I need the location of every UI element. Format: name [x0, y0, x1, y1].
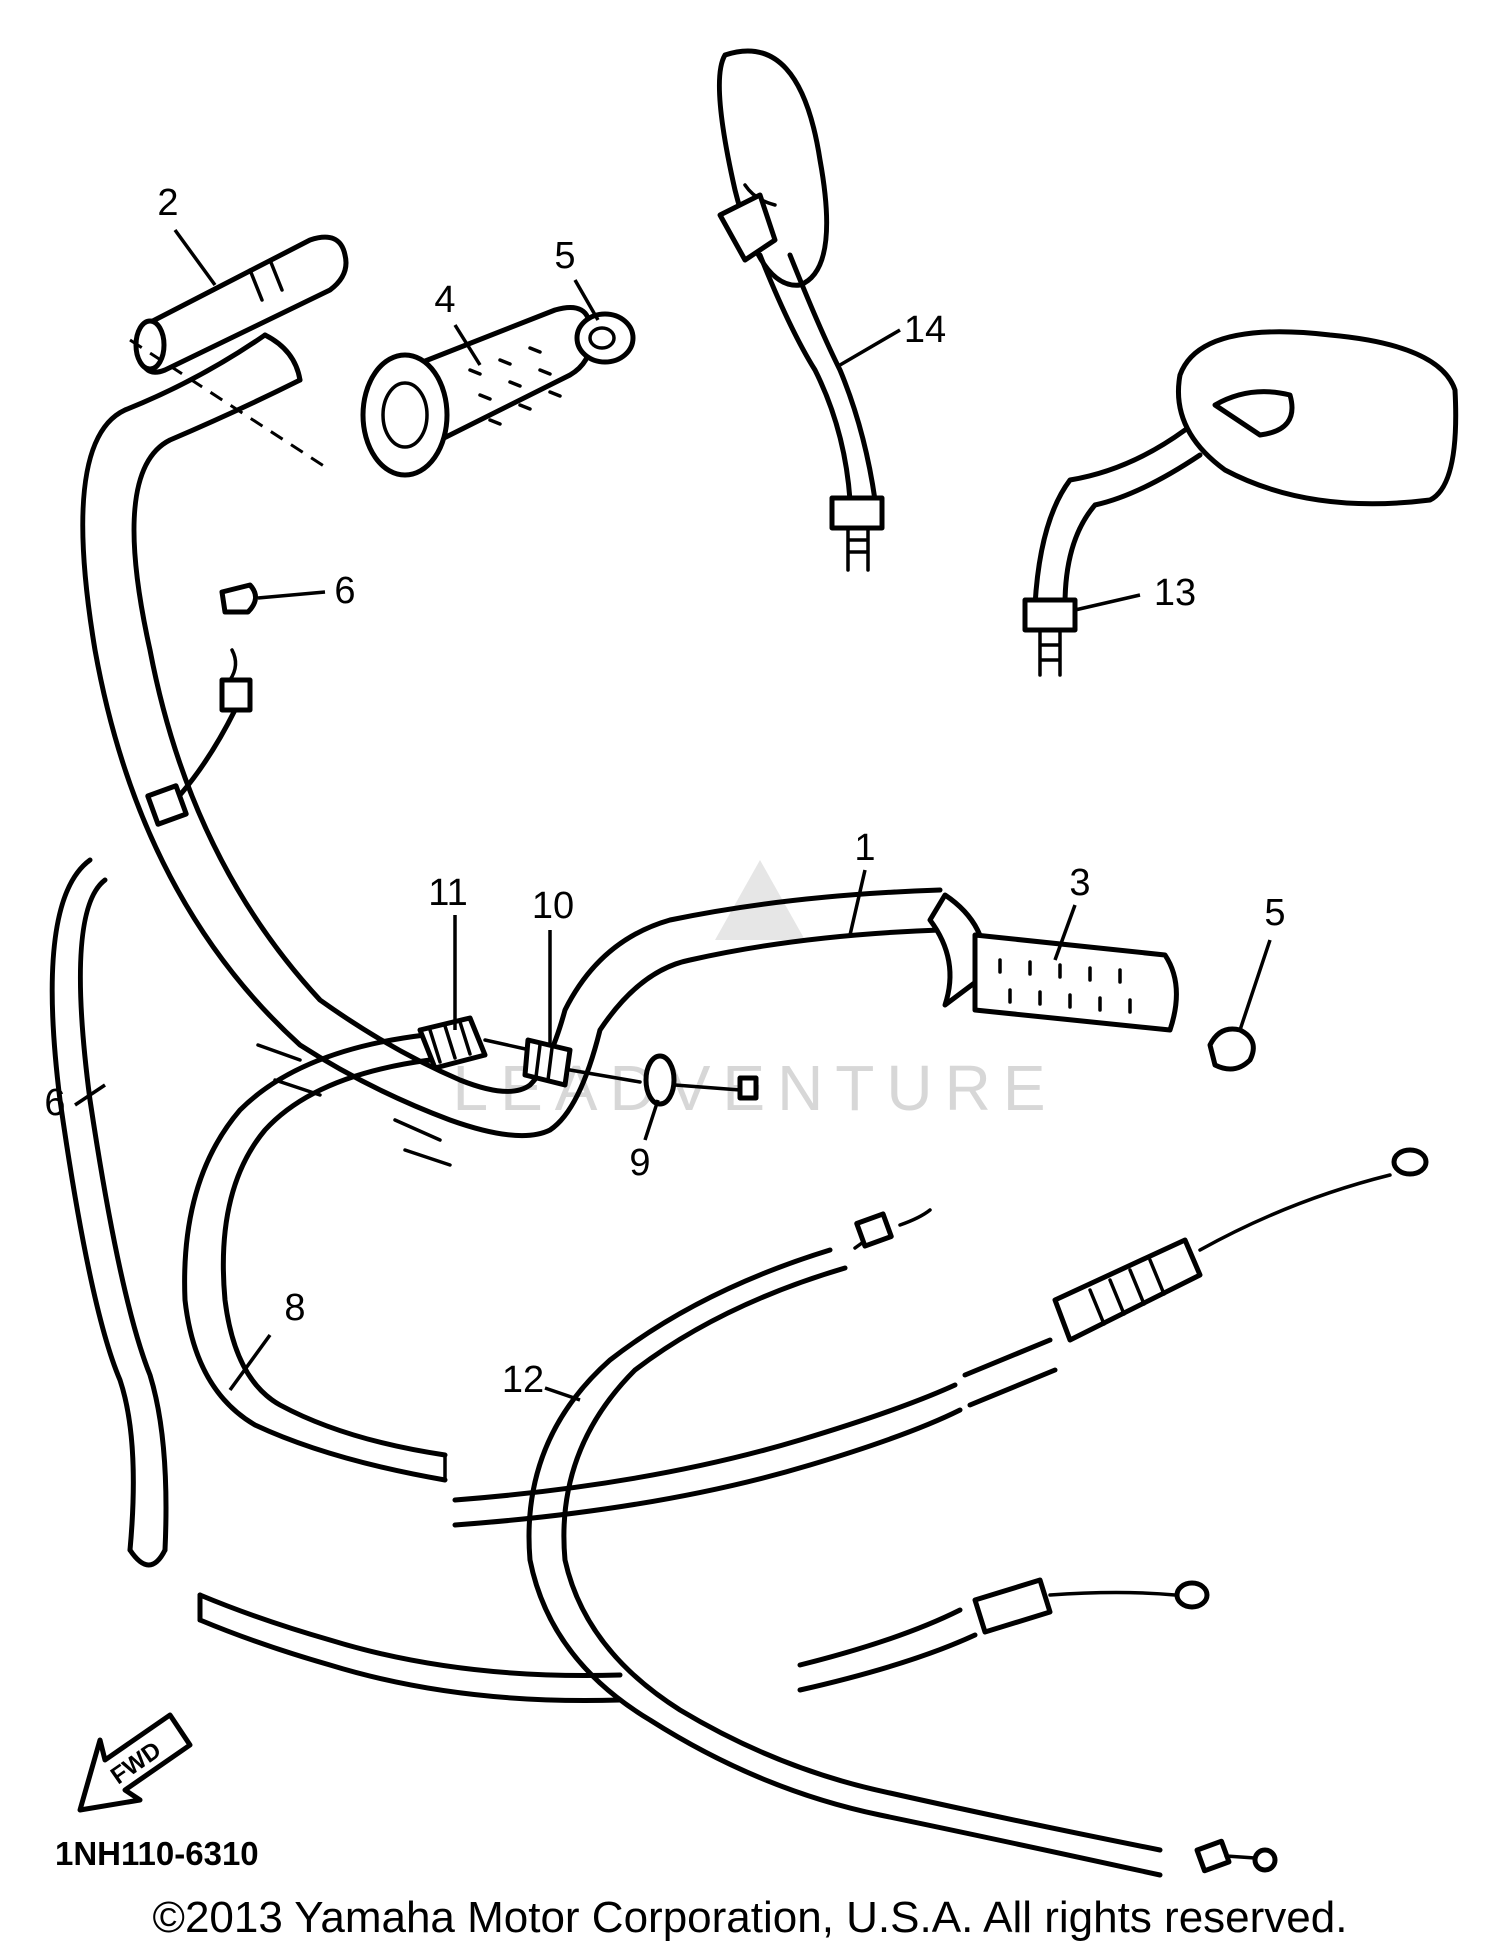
cable-12: [526, 1208, 1278, 1878]
callout-12: 12: [502, 1359, 544, 1401]
watermark-flame-icon: [715, 860, 805, 940]
callout-labels: 2 4 5 14 13 6 1 3 5 11 10 9 6 8 12: [44, 182, 1286, 1402]
copyright-notice: ©2013 Yamaha Motor Corporation, U.S.A. A…: [152, 1893, 1348, 1942]
part-code: 1NH110-6310: [55, 1835, 259, 1872]
cable-end-9: [643, 1053, 759, 1107]
callout-14: 14: [904, 309, 946, 351]
callout-5-right: 5: [1264, 892, 1285, 934]
cable-8: [182, 1032, 448, 1483]
adjuster-nut: [145, 582, 258, 827]
callout-5-left: 5: [554, 235, 575, 277]
left-grip: [360, 305, 594, 478]
right-grip: [927, 892, 1179, 1033]
forward-arrow-icon: FWD: [77, 1712, 193, 1813]
bar-end-weight: [129, 234, 349, 472]
end-cap-right: [1207, 1026, 1256, 1072]
end-cap-left: [574, 311, 636, 365]
callout-7: 6: [334, 570, 355, 612]
callout-11: 11: [428, 872, 467, 914]
left-mirror: [716, 48, 885, 572]
callout-3: 3: [1069, 862, 1090, 904]
cable-6: [49, 857, 169, 1568]
callout-13: 13: [1154, 572, 1196, 614]
handlebar: [80, 332, 943, 1167]
callout-2: 2: [157, 182, 178, 224]
callout-6: 6: [44, 1082, 65, 1124]
callout-1: 1: [854, 827, 875, 869]
callout-4: 4: [434, 279, 455, 321]
callout-8: 8: [284, 1287, 305, 1329]
callout-10: 10: [532, 885, 574, 927]
cable-lower: [197, 1577, 1210, 1704]
callout-9: 9: [629, 1142, 650, 1184]
cable-adjuster-10: [522, 1037, 642, 1088]
clutch-cable: [452, 1147, 1429, 1528]
right-mirror: [1022, 329, 1459, 677]
